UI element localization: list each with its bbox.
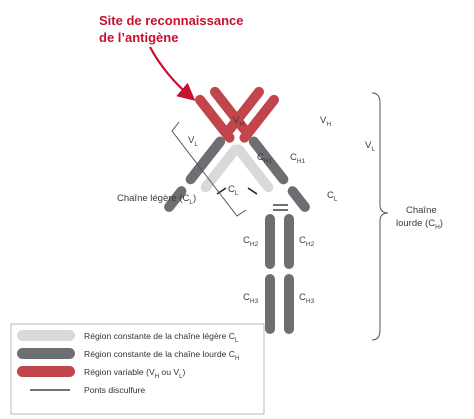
label-ch3-right: CH3	[299, 292, 315, 305]
label-cl-right: CL	[327, 190, 338, 203]
vl-right-segment	[239, 94, 279, 143]
label-ch2-right: CH2	[299, 235, 315, 248]
label-ch1-right: CH1	[290, 152, 306, 165]
label-vl-left: VL	[188, 135, 198, 148]
disulfide-bridge-right	[216, 187, 227, 195]
legend-heavy-constant: Région constante de la chaîne lourde CH	[84, 349, 239, 362]
label-ch2-left: CH2	[243, 235, 259, 248]
legend-variable: Région variable (VH ou VL)	[84, 367, 185, 380]
heavy-chain-label-line1: Chaîne	[406, 205, 437, 216]
right-fab-arm	[164, 86, 279, 212]
ch1-right-segment	[185, 136, 226, 185]
heavy-chain-label-line2: lourde (CH)	[396, 218, 443, 231]
ch2-left-segment	[265, 214, 275, 269]
hinge-left-segment	[287, 186, 310, 212]
ch2-right-segment	[284, 214, 294, 269]
legend-light-constant: Région constante de la chaîne légère CL	[84, 331, 239, 344]
cl-right-segment	[200, 144, 241, 193]
heavy-chain-bracket	[371, 92, 389, 341]
cl-left-segment	[233, 144, 274, 193]
light-chain-label: Chaîne légère (CL)	[117, 193, 196, 206]
title-line-1: Site de reconnaissance	[99, 13, 244, 28]
ch3-right-segment	[284, 274, 294, 334]
legend-swatch-light-constant	[17, 330, 75, 341]
label-ch3-left: CH3	[243, 292, 259, 305]
hinge-right-segment	[164, 186, 187, 212]
legend: Région constante de la chaîne légère CL …	[10, 323, 265, 415]
disulfide-bridge-left	[247, 187, 258, 195]
label-vh-right: VH	[320, 115, 331, 128]
legend-swatch-variable	[17, 366, 75, 377]
fc-stem	[265, 214, 294, 334]
light-chain-bracket	[171, 121, 247, 217]
label-vh-left: VH	[233, 115, 244, 128]
ch3-left-segment	[265, 274, 275, 334]
label-ch1-left: CH1	[257, 152, 273, 165]
antigen-site-arrow	[149, 46, 196, 101]
title-line-2: de l’antigène	[99, 30, 178, 45]
label-cl-left: CL	[228, 184, 239, 197]
legend-disulfide: Ponts disculfure	[84, 385, 145, 395]
vh-right-segment	[224, 86, 264, 135]
label-vl-right: VL	[365, 140, 375, 153]
legend-swatch-heavy-constant	[17, 348, 75, 359]
ch1-left-segment	[248, 136, 289, 185]
